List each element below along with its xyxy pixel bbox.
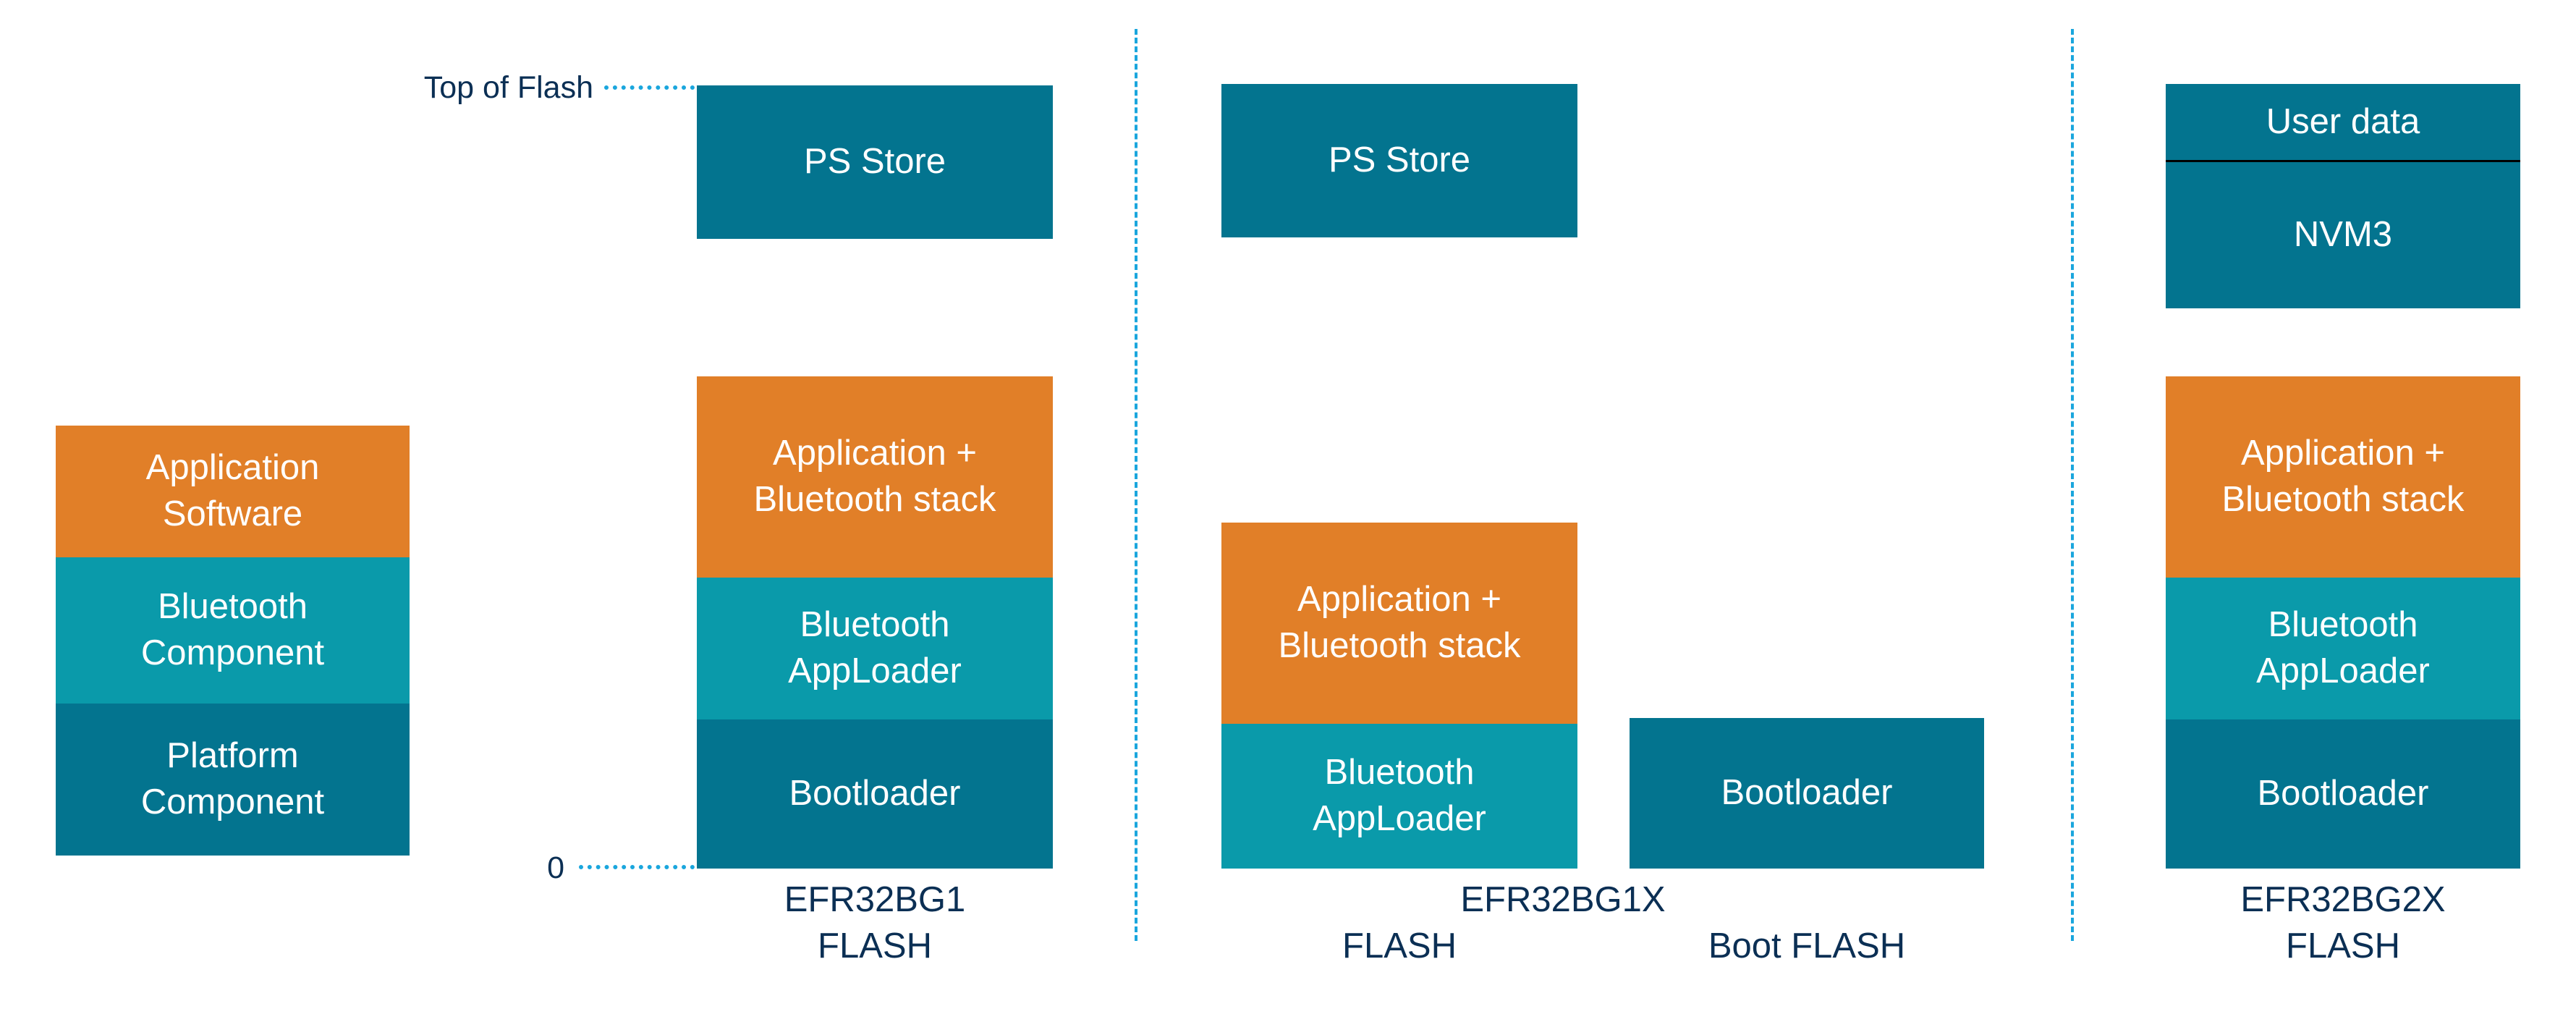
efr32bg2x-bootloader: Bootloader bbox=[2166, 719, 2520, 869]
legend-bluetooth-component: Bluetooth Component bbox=[56, 557, 410, 704]
efr32bg1-ps-store: PS Store bbox=[697, 85, 1053, 239]
efr32bg2x-user-data-divider bbox=[2166, 160, 2520, 162]
top-of-flash-label: Top of Flash bbox=[423, 70, 593, 105]
legend-application-software: Application Software bbox=[56, 426, 410, 557]
top-of-flash-leader bbox=[604, 85, 695, 90]
efr32bg1x-bluetooth-apploader: Bluetooth AppLoader bbox=[1221, 724, 1577, 869]
zero-address-label: 0 bbox=[547, 850, 564, 885]
efr32bg2x-application-bluetooth-stack: Application + Bluetooth stack bbox=[2166, 376, 2520, 578]
efr32bg1x-boot-flash-caption: Boot FLASH bbox=[1708, 926, 1906, 966]
efr32bg1-bluetooth-apploader: Bluetooth AppLoader bbox=[697, 578, 1053, 719]
efr32bg1-flash-caption: EFR32BG1 FLASH bbox=[784, 880, 966, 966]
efr32bg1-application-bluetooth-stack: Application + Bluetooth stack bbox=[697, 376, 1053, 578]
legend-platform-component: Platform Component bbox=[56, 704, 410, 856]
efr32bg1x-boot-flash-bootloader: Bootloader bbox=[1630, 718, 1984, 869]
efr32bg2x-bluetooth-apploader: Bluetooth AppLoader bbox=[2166, 578, 2520, 719]
efr32bg2x-user-data: User data bbox=[2166, 84, 2520, 161]
efr32bg1x-flash-caption: FLASH bbox=[1342, 926, 1457, 966]
column-separator-2 bbox=[2071, 29, 2074, 941]
column-separator-1 bbox=[1135, 29, 1137, 941]
zero-address-leader bbox=[579, 865, 695, 869]
efr32bg2x-flash-caption: EFR32BG2X FLASH bbox=[2240, 880, 2446, 966]
efr32bg1x-ps-store: PS Store bbox=[1221, 84, 1577, 237]
efr32bg1-bootloader: Bootloader bbox=[697, 719, 1053, 869]
efr32bg1x-application-bluetooth-stack: Application + Bluetooth stack bbox=[1221, 523, 1577, 724]
efr32bg1x-title: EFR32BG1X bbox=[1460, 880, 1666, 919]
efr32bg2x-nvm3: NVM3 bbox=[2166, 162, 2520, 308]
